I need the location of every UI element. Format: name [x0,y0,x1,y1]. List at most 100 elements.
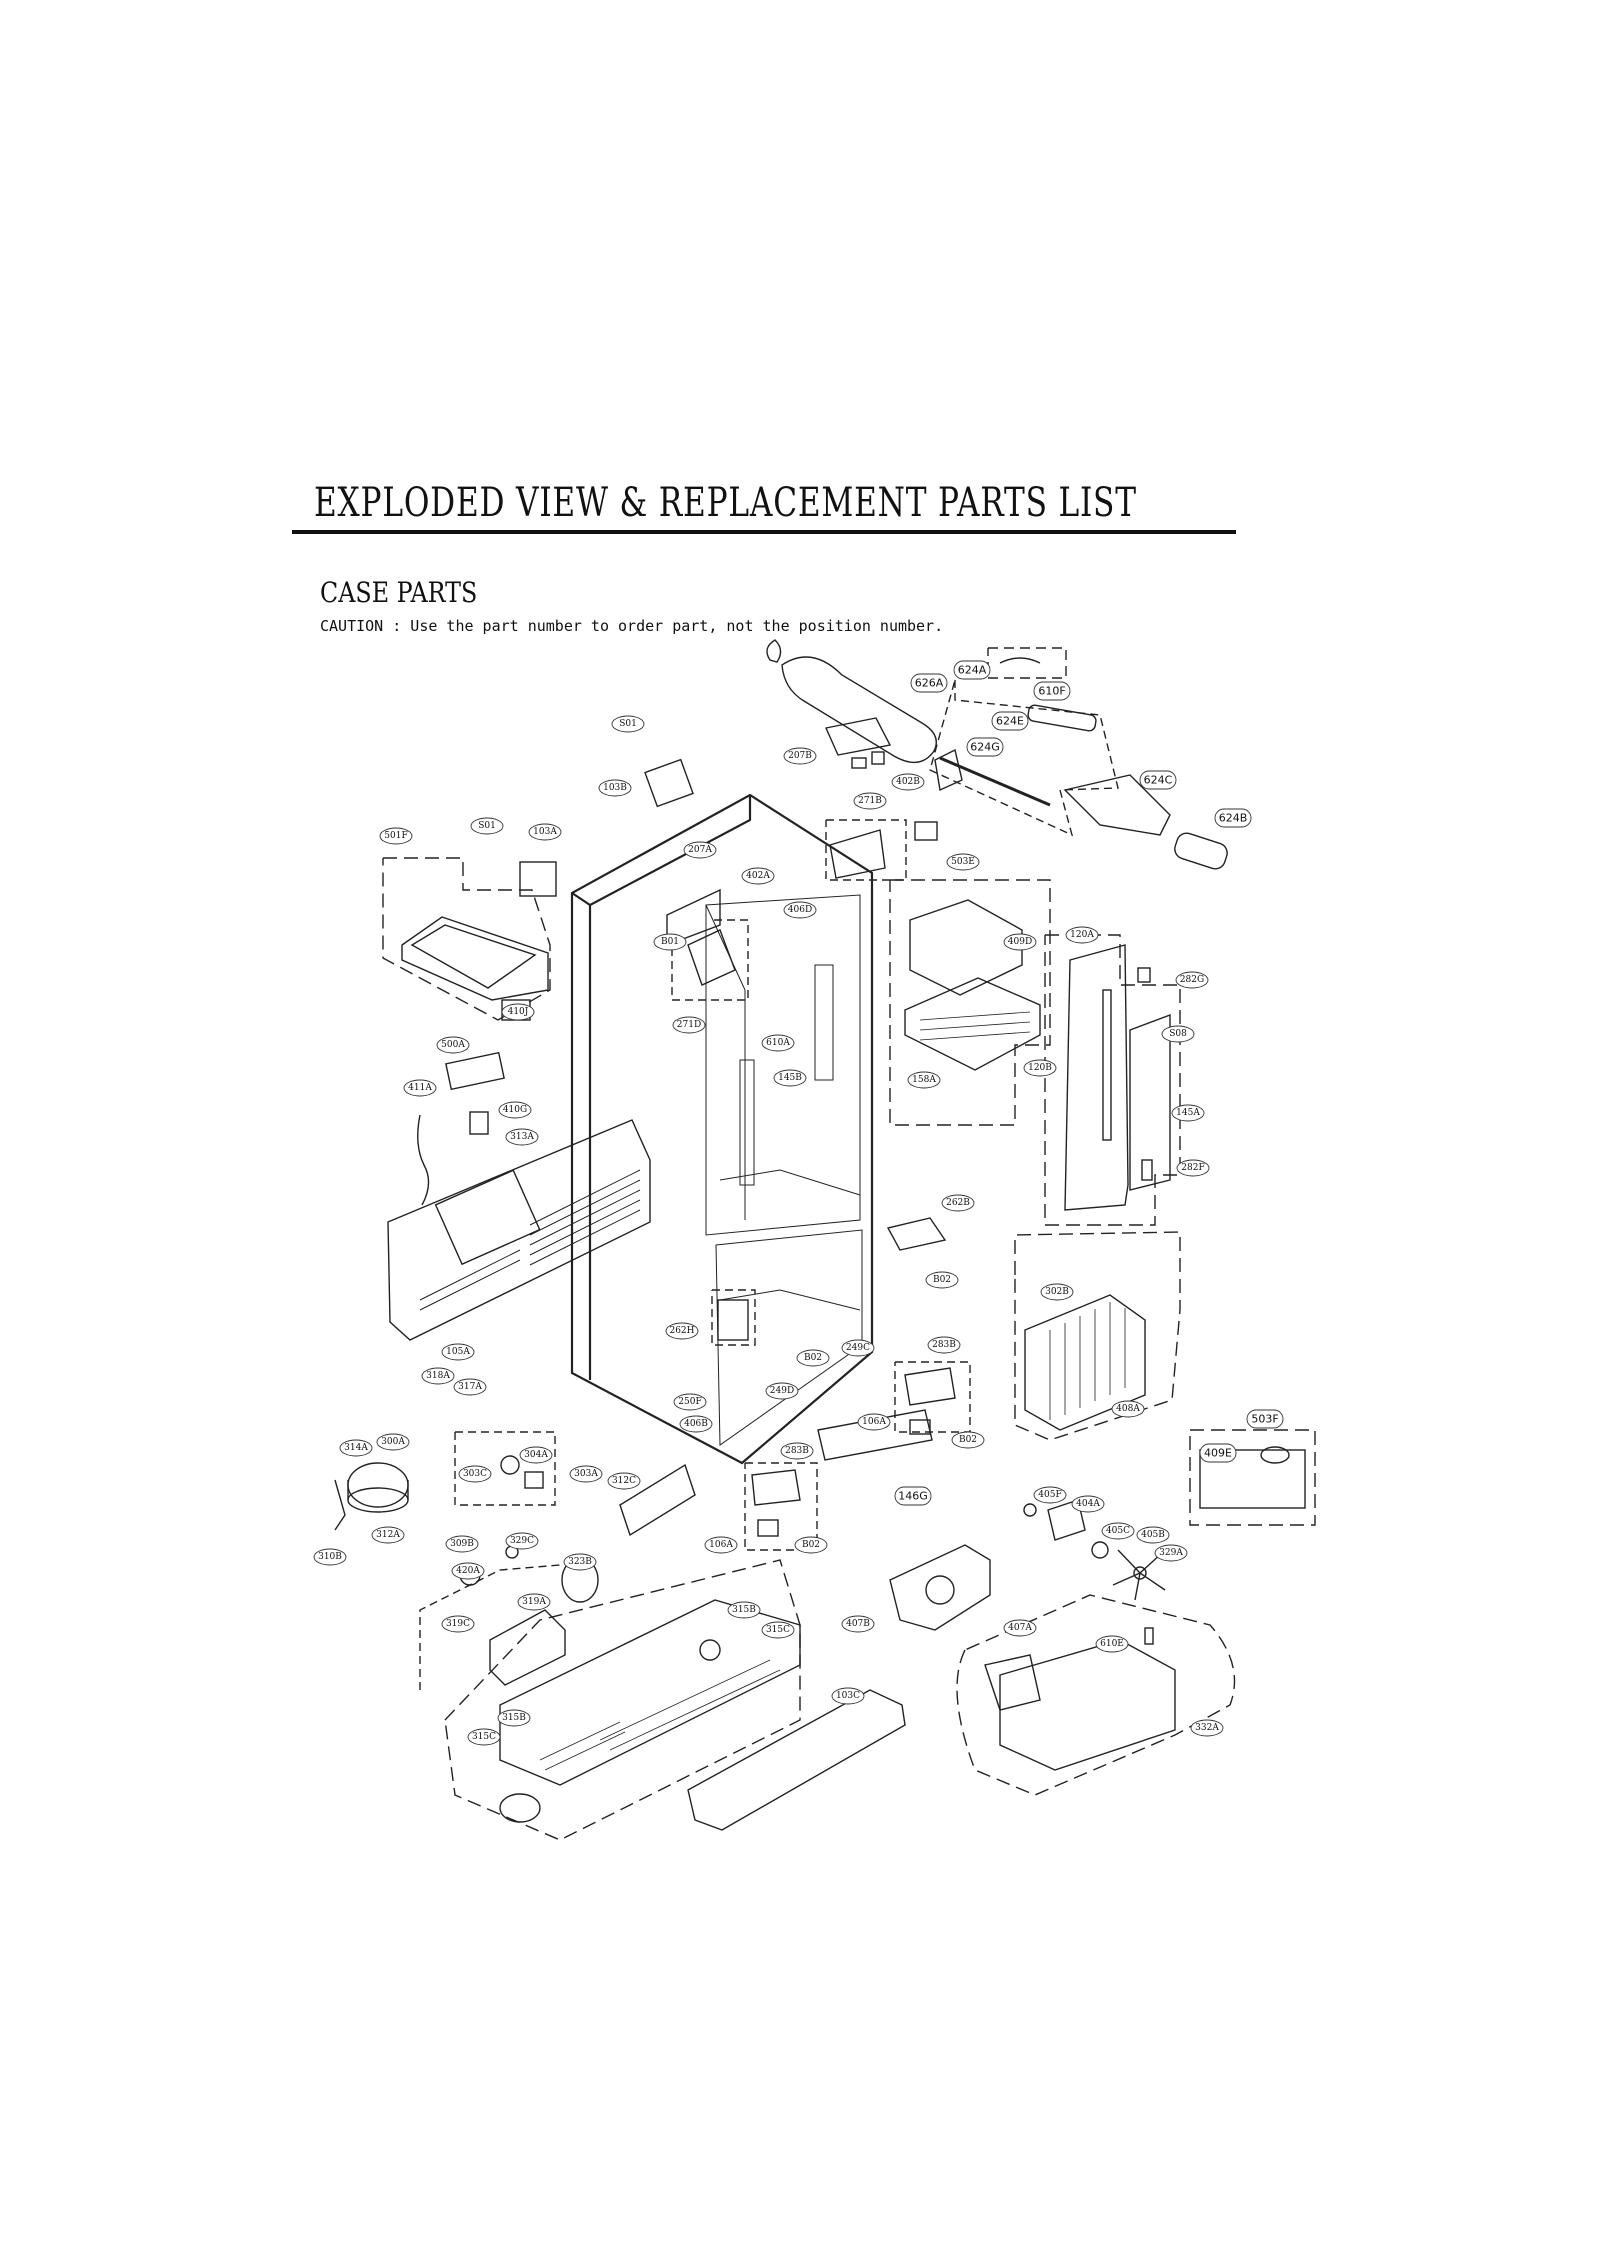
callout-bubble [891,773,925,791]
callout-409e: 409E [1199,1443,1237,1463]
hinge-cover-assembly [766,639,937,769]
callout-text: 405F [1038,1490,1061,1500]
callout-249c: 249C [841,1339,875,1357]
callout-text: 610F [1038,685,1065,698]
callout-407a: 407A [1003,1619,1037,1637]
part-103c [687,1689,906,1831]
callout-bubble [1136,1526,1170,1544]
callout-bubble [421,1367,455,1385]
callout-624e: 624E [991,711,1029,731]
part-405c [1091,1541,1109,1559]
part-411a [417,1114,430,1206]
callout-text: 610A [766,1038,790,1048]
callout-bubble [780,1442,814,1460]
callout-271d: 271D [672,1016,706,1034]
callout-text: 303A [574,1469,598,1479]
hinge-271b [829,829,886,879]
callout-405b: 405B [1136,1526,1170,1544]
callout-bubble [1175,971,1209,989]
callout-text: 332A [1195,1723,1219,1733]
callout-text: 408A [1116,1404,1140,1414]
callout-text: 402A [746,871,770,881]
callout-315c: 315C [761,1621,795,1639]
callout-bubble [313,1548,347,1566]
part-282g [1137,967,1151,983]
group-501f [382,857,551,1021]
callout-text: B02 [804,1353,822,1363]
part-409e [1199,1449,1306,1509]
callout-626a: 626A [910,673,948,693]
callout-s01: S01 [470,817,504,835]
fan-329a [1112,1549,1166,1601]
callout-312c: 312C [607,1472,641,1490]
callout-bubble [563,1553,597,1571]
callout-106a: 106A [704,1536,738,1554]
callout-s08: S08 [1161,1025,1195,1043]
section-title: CASE PARTS [320,576,478,609]
callout-bubble [371,1526,405,1544]
callout-bubble [501,1003,535,1021]
callout-bubble [853,792,887,810]
callout-text: 146G [898,1490,928,1503]
callout-bubble [941,1194,975,1212]
callout-bubble [1023,1059,1057,1077]
duct-120a [1064,944,1129,1211]
callout-312a: 312A [371,1526,405,1544]
callout-text: 406B [684,1419,708,1429]
part-610e [1144,1627,1154,1645]
group-271b [825,819,907,881]
callout-262b: 262B [941,1194,975,1212]
part-500a [445,1051,505,1091]
callout-313a: 313A [505,1128,539,1146]
callout-text: 329A [1159,1548,1183,1558]
part-503e [914,821,938,841]
part-610f [999,657,1041,664]
callout-bubble [611,715,645,733]
callout-text: S01 [478,821,496,831]
callout-bubble [765,1382,799,1400]
callout-text: 158A [912,1075,936,1085]
callout-bubble [783,747,817,765]
callout-323b: 323B [563,1553,597,1571]
callout-120a: 120A [1065,926,1099,944]
callout-text: 503F [1251,1413,1278,1426]
callout-332a: 332A [1190,1719,1224,1737]
callout-410g: 410G [498,1101,532,1119]
callout-text: 313A [510,1132,534,1142]
part-332a [999,1639,1176,1771]
group-302b [1014,1231,1181,1441]
callout-bubble [1065,926,1099,944]
callout-bubble [379,827,413,845]
callout-310b: 310B [313,1548,347,1566]
callout-bubble [796,1349,830,1367]
callout-408a: 408A [1111,1400,1145,1418]
callout-282g: 282G [1175,971,1209,989]
duct-slot [1102,989,1112,1141]
caution-note: CAUTION : Use the part number to order p… [320,617,944,635]
callout-146g: 146G [894,1486,932,1506]
callout-404a: 404A [1071,1495,1105,1513]
part-312c [619,1463,696,1537]
group-332a [956,1594,1236,1796]
part-base-cap [499,1793,541,1823]
callout-text: 271B [858,796,882,806]
callout-bubble [470,817,504,835]
callout-158a: 158A [907,1071,941,1089]
bracket-262b [886,1217,947,1251]
callout-610f: 610F [1033,681,1071,701]
callout-text: 624A [958,664,987,677]
callout-bubble [441,1615,475,1633]
callout-b02: B02 [925,1271,959,1289]
callout-text: 420A [456,1566,480,1576]
group-304a [454,1431,556,1506]
callout-text: 283B [785,1446,809,1456]
callout-bubble [1161,1025,1195,1043]
callout-411a: 411A [403,1079,437,1097]
callout-406b: 406B [679,1415,713,1433]
callout-bubble [653,933,687,951]
callout-text: 103B [603,783,627,793]
callout-406d: 406D [783,901,817,919]
callout-text: 145B [778,1073,802,1083]
callout-145b: 145B [773,1069,807,1087]
callout-bubble [1199,1443,1237,1463]
